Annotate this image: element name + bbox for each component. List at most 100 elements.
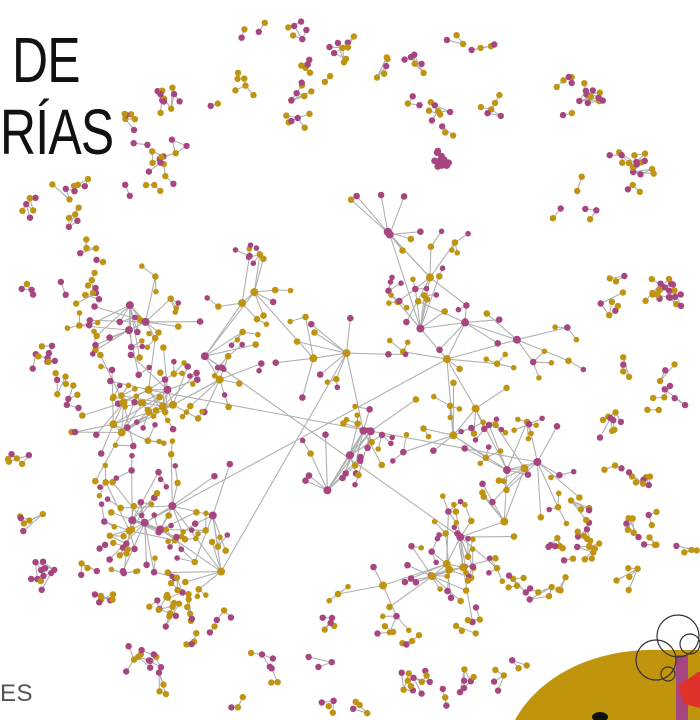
- title-line-2: RÍAS: [0, 96, 114, 168]
- graph-node: [135, 371, 142, 379]
- graph-edge: [439, 322, 466, 351]
- graph-node: [423, 296, 431, 303]
- graph-node: [134, 419, 140, 425]
- graph-node: [485, 444, 492, 450]
- graph-node: [236, 380, 243, 387]
- graph-edge: [529, 595, 550, 601]
- graph-node: [144, 344, 151, 351]
- graph-edge: [380, 194, 389, 232]
- graph-node: [168, 502, 177, 510]
- graph-node: [102, 462, 109, 469]
- graph-node: [232, 87, 239, 94]
- graph-node: [29, 291, 37, 298]
- graph-node: [492, 421, 499, 429]
- graph-node: [411, 60, 418, 67]
- graph-edge: [410, 563, 447, 580]
- graph-node: [465, 230, 471, 237]
- graph-node: [252, 341, 259, 348]
- graph-node: [213, 616, 220, 624]
- graph-node: [472, 437, 479, 443]
- graph-node: [560, 557, 568, 564]
- graph-node: [149, 148, 156, 155]
- graph-node: [274, 679, 281, 686]
- graph-node: [492, 555, 499, 562]
- graph-node: [124, 424, 131, 431]
- graph-node: [161, 408, 169, 416]
- graph-node: [156, 393, 163, 401]
- graph-node: [482, 454, 490, 462]
- graph-edge: [308, 656, 332, 663]
- graph-node: [390, 458, 396, 464]
- graph-node: [533, 422, 539, 429]
- graph-edge: [170, 87, 173, 109]
- graph-edge: [128, 329, 140, 375]
- graph-node: [640, 541, 648, 548]
- graph-node: [187, 402, 194, 410]
- graph-node: [411, 51, 418, 58]
- graph-node: [526, 596, 533, 603]
- graph-node: [451, 524, 458, 531]
- graph-node: [460, 684, 468, 692]
- graph-edge: [370, 398, 417, 432]
- graph-node: [483, 310, 491, 317]
- graph-node: [551, 543, 559, 550]
- graph-node: [131, 116, 139, 123]
- graph-node: [503, 384, 510, 392]
- graph-node: [127, 351, 135, 359]
- graph-node: [95, 296, 103, 303]
- graph-node: [613, 577, 620, 584]
- graph-edge: [170, 454, 173, 507]
- graph-edge: [204, 355, 461, 538]
- graph-node: [130, 126, 138, 134]
- graph-edge: [475, 408, 508, 471]
- graph-node: [377, 191, 385, 199]
- graph-node: [75, 404, 82, 411]
- graph-node: [574, 528, 581, 535]
- graph-node: [513, 582, 521, 589]
- graph-node: [326, 597, 333, 604]
- graph-node: [272, 359, 280, 367]
- graph-node: [246, 252, 253, 260]
- graph-node: [239, 328, 246, 336]
- graph-node: [121, 110, 128, 118]
- graph-node: [444, 573, 451, 579]
- graph-edge: [475, 387, 507, 410]
- graph-node: [653, 508, 660, 516]
- graph-node: [442, 559, 451, 568]
- graph-edge: [218, 302, 243, 308]
- graph-node: [340, 420, 347, 427]
- graph-node: [342, 349, 351, 358]
- graph-node: [646, 473, 654, 480]
- graph-edge: [113, 423, 149, 442]
- graph-node: [117, 428, 126, 437]
- graph-node: [426, 273, 434, 282]
- graph-edge: [506, 421, 528, 471]
- graph-node: [350, 705, 357, 712]
- graph-node: [285, 24, 292, 31]
- graph-node: [350, 33, 358, 40]
- graph-node: [271, 286, 279, 294]
- graph-edge: [420, 322, 466, 330]
- graph-edge: [204, 331, 243, 357]
- graph-node: [92, 245, 100, 252]
- graph-node: [642, 297, 649, 304]
- graph-node: [625, 159, 633, 167]
- graph-node: [402, 351, 409, 358]
- graph-node: [596, 434, 604, 441]
- graph-node: [162, 172, 169, 180]
- graph-node: [62, 291, 69, 298]
- graph-node: [298, 79, 305, 86]
- graph-node: [128, 516, 137, 525]
- graph-node: [145, 168, 153, 175]
- graph-edge: [253, 291, 265, 316]
- graph-node: [142, 181, 150, 189]
- graph-node: [200, 352, 209, 361]
- graph-node: [138, 512, 145, 519]
- graph-node: [109, 591, 117, 598]
- graph-node: [396, 297, 403, 305]
- graph-node: [380, 613, 386, 620]
- graph-node: [269, 655, 277, 662]
- graph-node: [193, 535, 199, 542]
- graph-node: [268, 679, 275, 686]
- graph-node: [639, 480, 647, 487]
